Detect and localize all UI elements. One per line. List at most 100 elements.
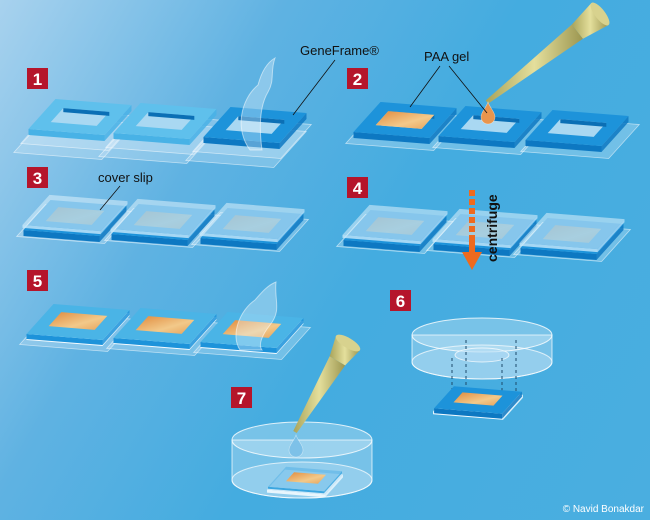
slab-front-face	[28, 128, 105, 142]
pipette-collar	[329, 335, 361, 366]
slab-side-face	[276, 214, 304, 251]
slab-front-face	[343, 239, 420, 253]
pipette-collar	[571, 2, 609, 39]
slab-front-face	[525, 139, 602, 153]
centrifuge-label: centrifuge	[484, 194, 500, 262]
geneframe-frame	[113, 102, 217, 146]
pipette-top	[335, 334, 361, 352]
slab-side-face	[514, 112, 542, 149]
pipette-tip-step7	[293, 334, 361, 434]
pipette-shaft	[485, 24, 583, 104]
slab-side-face	[502, 391, 522, 419]
step-number: 4	[353, 179, 363, 198]
copyright-text: © Navid Bonakdar	[563, 504, 645, 515]
step-badge-2: 2	[347, 68, 368, 89]
paa-gel	[375, 111, 435, 129]
centrifuge-arrow-dash	[469, 226, 475, 232]
geneframe-frame	[28, 98, 132, 142]
centrifuge-arrow-dash	[469, 217, 475, 223]
geneframe-label: GeneFrame®	[300, 43, 379, 58]
centrifuge-arrow-dash	[469, 190, 475, 196]
slab-front-face	[23, 229, 100, 243]
medium-droplet	[288, 434, 304, 458]
slab-front-face	[111, 233, 188, 247]
slab-front-face	[113, 132, 190, 146]
step-badge-3: 3	[27, 167, 48, 188]
cover-slip	[110, 198, 216, 239]
slab-side-face	[276, 318, 304, 354]
geneframe-leader-line	[292, 59, 336, 116]
paa-gel-leader-line-2	[448, 65, 488, 114]
frame-inner-wall	[238, 116, 285, 124]
paa-gel	[453, 392, 503, 406]
slab-top-face	[342, 204, 448, 242]
slab-front-face	[353, 131, 430, 145]
pipette-top	[590, 2, 610, 26]
slab-side-face	[601, 116, 629, 153]
pipette-shaft	[293, 356, 346, 434]
slab-front-face	[438, 135, 515, 149]
centrifuge-arrow-shaft	[469, 240, 475, 254]
cover-slip	[519, 212, 625, 253]
slab-front-face	[22, 224, 101, 235]
step-badge-6: 6	[390, 290, 411, 311]
centrifuge-arrow-head	[462, 252, 482, 270]
cover-slip	[432, 208, 538, 249]
slab-top-face	[110, 198, 216, 236]
slab-front-face	[199, 232, 278, 243]
peeled-cover-film	[240, 56, 276, 151]
centrifuge-arrow-dash	[469, 235, 475, 241]
slab-side-face	[429, 108, 457, 145]
slab-side-face	[189, 109, 217, 146]
slab-top-face	[199, 202, 305, 240]
centrifuge-arrow-dash	[469, 199, 475, 205]
paa-gel	[48, 312, 108, 330]
slab-front-face	[519, 242, 598, 253]
slab-front-face	[434, 408, 503, 419]
step-badge-4: 4	[347, 177, 368, 198]
slab-front-face	[520, 247, 597, 261]
step-number: 1	[33, 70, 42, 89]
slab-side-face	[597, 219, 625, 253]
paa-gel-droplet	[480, 101, 496, 125]
slab-side-face	[189, 314, 217, 350]
slab-top-face	[519, 212, 625, 250]
slab-front-face	[113, 337, 190, 350]
frame-inner-wall	[148, 112, 195, 120]
slab-side-face	[100, 201, 128, 235]
step-number: 2	[353, 70, 362, 89]
slab-front-face	[342, 234, 421, 245]
step-number: 5	[33, 272, 42, 291]
slab-front-face	[26, 333, 103, 346]
slab-side-face	[325, 474, 343, 498]
paa-gel	[135, 316, 195, 334]
step-badge-1: 1	[27, 68, 48, 89]
slab-side-face	[420, 211, 448, 245]
slab-front-face	[110, 228, 189, 239]
slab-side-face	[510, 215, 538, 249]
pipette-tip-step2	[485, 2, 610, 104]
slab-top-face	[432, 208, 538, 246]
slab-side-face	[104, 105, 132, 142]
slab-side-face	[509, 220, 537, 257]
paa-gel-leader-line-1	[409, 65, 441, 108]
slab-side-face	[188, 205, 216, 239]
slab-front-face	[268, 486, 324, 494]
cover-slip-label: cover slip	[98, 170, 153, 185]
step-number: 6	[396, 292, 405, 311]
slab-side-face	[277, 209, 305, 243]
cover-slip	[22, 194, 128, 235]
slab-side-face	[102, 310, 130, 346]
slab-side-face	[324, 471, 342, 494]
step-number: 3	[33, 169, 42, 188]
slab-front-face	[200, 237, 277, 251]
cover-slip-leader-line	[99, 185, 121, 211]
slab-side-face	[419, 216, 447, 253]
slab-top-face	[22, 194, 128, 232]
paa-gel	[285, 472, 327, 484]
dish-center-hole	[454, 347, 510, 363]
slab-side-face	[279, 113, 307, 150]
dish-rim	[411, 317, 553, 353]
